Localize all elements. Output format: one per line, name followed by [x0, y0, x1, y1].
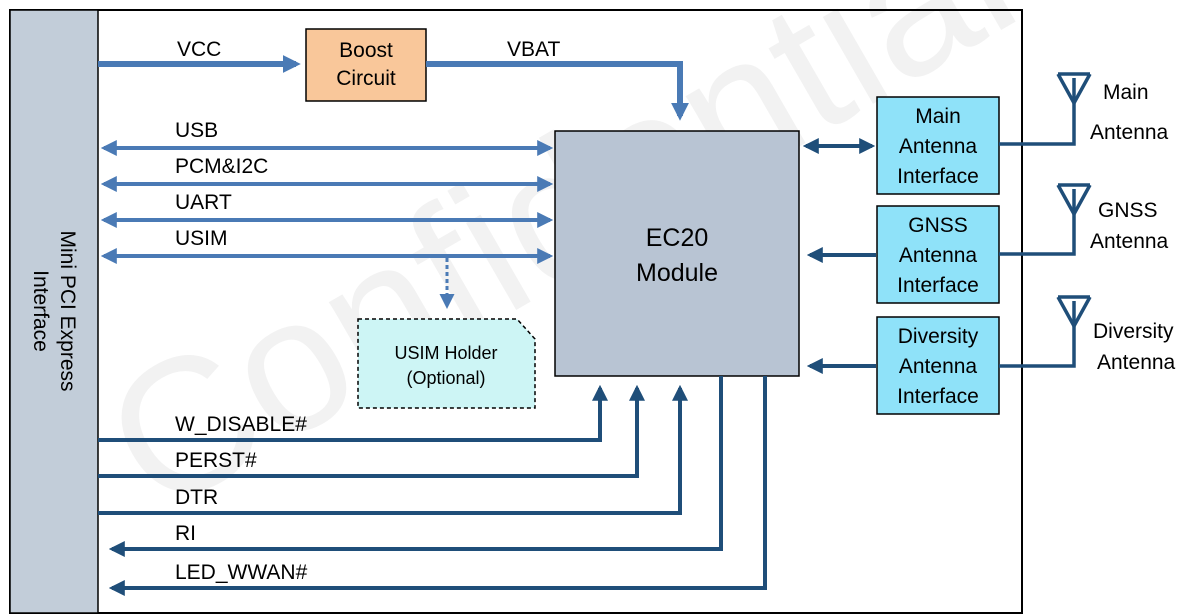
- gnss-if-line1: GNSS: [908, 214, 968, 237]
- main-if-line3: Interface: [897, 165, 979, 188]
- boost-circuit-box: [305, 28, 427, 102]
- usim-holder-box: [357, 318, 536, 409]
- module-label-line1: EC20: [646, 224, 709, 252]
- usim-holder-label-line2: (Optional): [406, 368, 485, 388]
- diversity-antenna-label-line2: Antenna: [1097, 351, 1176, 374]
- diversity-antenna-label-line1: Diversity: [1093, 320, 1174, 343]
- led-wwan-label: LED_WWAN#: [175, 561, 308, 584]
- diversity-if-line3: Interface: [897, 385, 979, 408]
- boost-label-line1: Boost: [339, 39, 393, 62]
- led-wwan-line: [108, 376, 767, 596]
- main-if-line1: Main: [915, 105, 961, 128]
- dtr-label: DTR: [175, 486, 218, 509]
- main-antenna-label-line2: Antenna: [1090, 121, 1169, 144]
- w-disable-line: [98, 384, 608, 442]
- diversity-if-line2: Antenna: [899, 355, 978, 378]
- gnss-antenna-interface-box: [876, 205, 1000, 304]
- diversity-if-line1: Diversity: [898, 325, 979, 348]
- dtr-line: [98, 384, 688, 515]
- vbat-line: [426, 61, 689, 121]
- uart-label: UART: [175, 191, 232, 214]
- main-antenna-label-line1: Main: [1103, 81, 1149, 104]
- mini-pci-express-panel: [9, 9, 99, 614]
- usim-holder-label-line1: USIM Holder: [394, 343, 497, 363]
- gnss-antenna-icon: [999, 183, 1092, 256]
- panel-label-line2: Interface: [29, 270, 52, 352]
- diversity-antenna-interface-box: [876, 316, 1000, 415]
- pcm-label: PCM&I2C: [175, 155, 268, 178]
- module-label-line2: Module: [636, 259, 718, 287]
- diversity-antenna-icon: [999, 295, 1092, 368]
- main-if-line2: Antenna: [899, 135, 978, 158]
- gnss-if-line3: Interface: [897, 274, 979, 297]
- gnss-antenna-label-line1: GNSS: [1098, 199, 1158, 222]
- vcc-label: VCC: [177, 38, 221, 61]
- gnss-antenna-label-line2: Antenna: [1090, 230, 1169, 253]
- perst-line: [98, 384, 645, 478]
- main-antenna-icon: [999, 72, 1092, 146]
- ri-line: [108, 376, 723, 557]
- gnss-if-line2: Antenna: [899, 244, 978, 267]
- usim-label: USIM: [175, 227, 228, 250]
- boost-label-line2: Circuit: [336, 67, 396, 90]
- main-antenna-interface-box: [876, 96, 1000, 195]
- panel-label-line1: Mini PCI Express: [56, 230, 79, 391]
- vbat-label: VBAT: [507, 38, 560, 61]
- ri-label: RI: [175, 522, 196, 545]
- ec20-module: [554, 130, 800, 377]
- usb-label: USB: [175, 119, 218, 142]
- w-disable-label: W_DISABLE#: [175, 413, 307, 436]
- perst-label: PERST#: [175, 449, 257, 472]
